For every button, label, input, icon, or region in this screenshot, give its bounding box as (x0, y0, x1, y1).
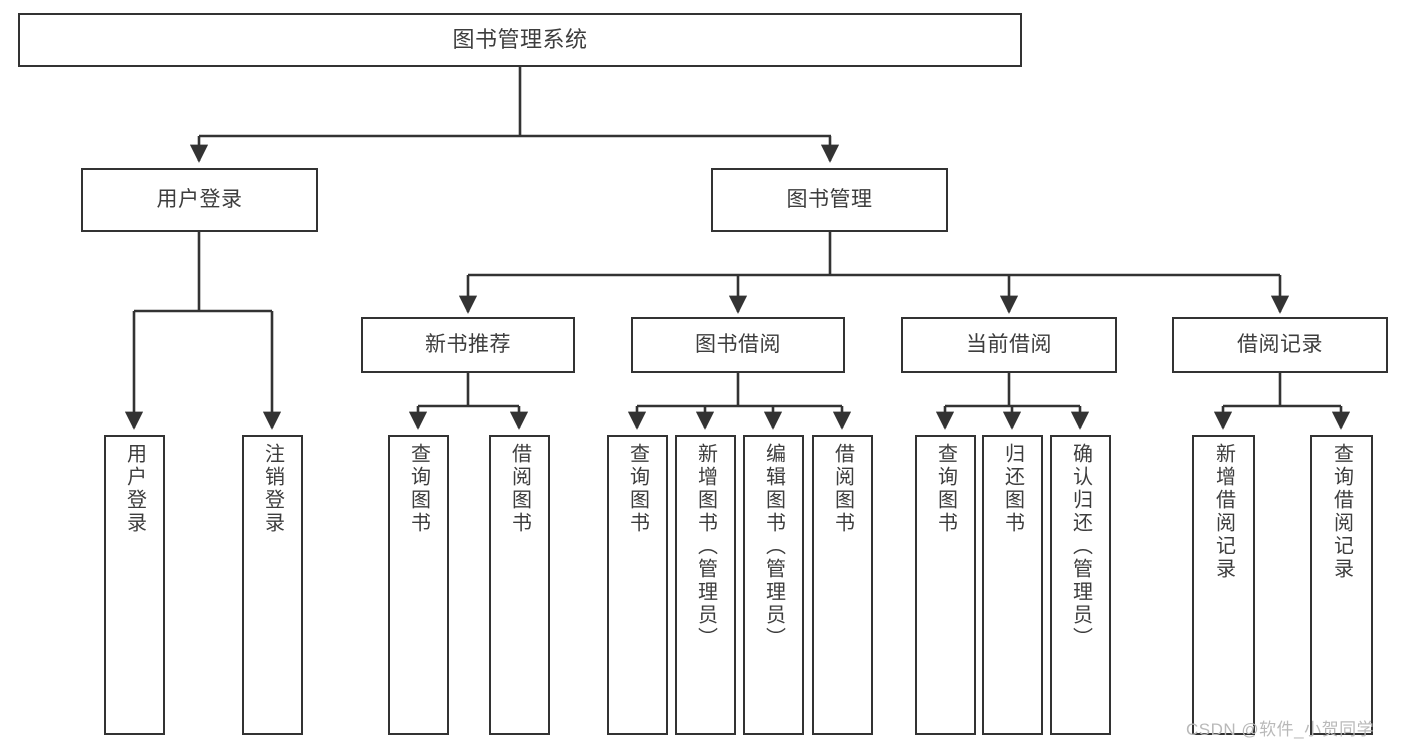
node-leaf-query-book-recommend[interactable]: 查询图书 (388, 435, 449, 735)
node-leaf-query-borrow-record[interactable]: 查询借阅记录 (1310, 435, 1373, 735)
node-leaf-borrow-book-recommend[interactable]: 借阅图书 (489, 435, 550, 735)
node-book-manage[interactable]: 图书管理 (711, 168, 948, 232)
node-root-system[interactable]: 图书管理系统 (18, 13, 1022, 67)
node-label: 注销登录 (261, 443, 284, 535)
node-leaf-borrow-book-borrow[interactable]: 借阅图书 (812, 435, 873, 735)
node-current-borrow[interactable]: 当前借阅 (901, 317, 1117, 373)
node-label: 新增借阅记录 (1212, 443, 1235, 581)
node-leaf-return-book[interactable]: 归还图书 (982, 435, 1043, 735)
node-leaf-user-login[interactable]: 用户登录 (104, 435, 165, 735)
node-label: 借阅图书 (831, 443, 854, 535)
node-label: 图书借阅 (695, 333, 781, 357)
node-label: 当前借阅 (966, 333, 1052, 357)
node-leaf-edit-book-admin[interactable]: 编辑图书（管理员） (743, 435, 804, 735)
node-label: 借阅图书 (508, 443, 531, 535)
node-borrow-record[interactable]: 借阅记录 (1172, 317, 1388, 373)
node-label: 新增图书（管理员） (694, 443, 717, 650)
node-label: 图书管理系统 (452, 26, 588, 52)
node-label: 查询图书 (626, 443, 649, 535)
node-label: 查询图书 (407, 443, 430, 535)
node-label: 借阅记录 (1237, 333, 1323, 357)
node-leaf-add-book-admin[interactable]: 新增图书（管理员） (675, 435, 736, 735)
node-leaf-confirm-return-admin[interactable]: 确认归还（管理员） (1050, 435, 1111, 735)
watermark-text: CSDN @软件_小贺同学 (1186, 720, 1375, 739)
node-label: 用户登录 (123, 443, 146, 535)
node-label: 新书推荐 (425, 333, 511, 357)
node-label: 查询借阅记录 (1330, 443, 1353, 581)
node-book-borrow[interactable]: 图书借阅 (631, 317, 845, 373)
node-user-login[interactable]: 用户登录 (81, 168, 318, 232)
node-label: 确认归还（管理员） (1069, 443, 1092, 650)
node-label: 图书管理 (786, 188, 873, 212)
node-label: 查询图书 (934, 443, 957, 535)
node-leaf-add-borrow-record[interactable]: 新增借阅记录 (1192, 435, 1255, 735)
node-leaf-query-book-current[interactable]: 查询图书 (915, 435, 976, 735)
node-leaf-logout-login[interactable]: 注销登录 (242, 435, 303, 735)
node-new-book-recommend[interactable]: 新书推荐 (361, 317, 575, 373)
node-label: 用户登录 (156, 188, 243, 212)
node-label: 编辑图书（管理员） (762, 443, 785, 650)
node-leaf-query-book-borrow[interactable]: 查询图书 (607, 435, 668, 735)
node-label: 归还图书 (1001, 443, 1024, 535)
